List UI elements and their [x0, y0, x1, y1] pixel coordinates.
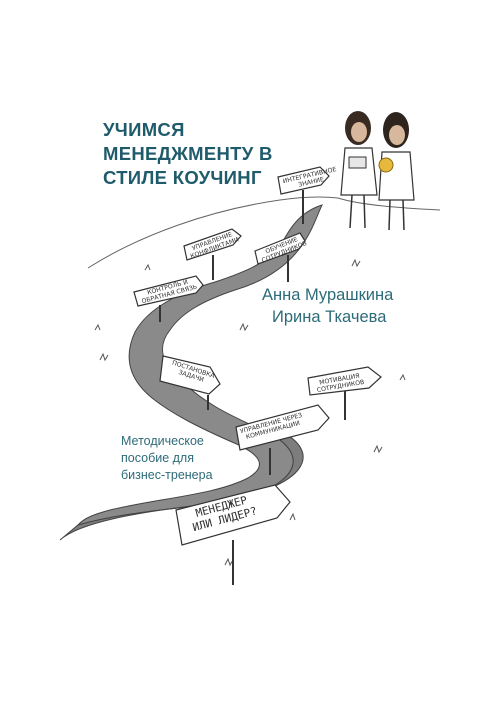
hill-line	[87, 196, 339, 269]
title-line-1: УЧИМСЯ	[103, 119, 185, 140]
subtitle-line-2: пособие для	[121, 451, 194, 465]
sign-integrative	[277, 166, 330, 195]
sign-conflicts	[183, 228, 242, 261]
road-signs	[133, 166, 382, 546]
grass-tufts	[94, 258, 406, 567]
woman-left	[340, 111, 378, 229]
title-line-2: МЕНЕДЖМЕНТУ В	[103, 143, 273, 164]
sign-control	[133, 275, 204, 307]
woman-right	[378, 112, 415, 231]
sign-motivation	[307, 366, 382, 396]
title-line-3: СТИЛЕ КОУЧИНГ	[103, 167, 262, 188]
sign-communications	[235, 404, 330, 451]
sign-posts	[159, 190, 346, 585]
book-title: УЧИМСЯ МЕНЕДЖМЕНТУ В СТИЛЕ КОУЧИНГ	[103, 118, 303, 190]
ground-line	[337, 197, 441, 211]
sign-tasks	[159, 355, 221, 395]
subtitle-line-3: бизнес-тренера	[121, 468, 213, 482]
sign-manager	[175, 484, 291, 546]
subtitle-line-1: Методическое	[121, 434, 204, 448]
book-subtitle: Методическое пособие для бизнес-тренера	[121, 433, 241, 484]
author-1: Анна Мурашкина	[262, 286, 394, 304]
sign-training	[254, 232, 306, 265]
book-authors: Анна Мурашкина Ирина Ткачева	[262, 284, 462, 328]
author-2: Ирина Ткачева	[272, 308, 387, 326]
